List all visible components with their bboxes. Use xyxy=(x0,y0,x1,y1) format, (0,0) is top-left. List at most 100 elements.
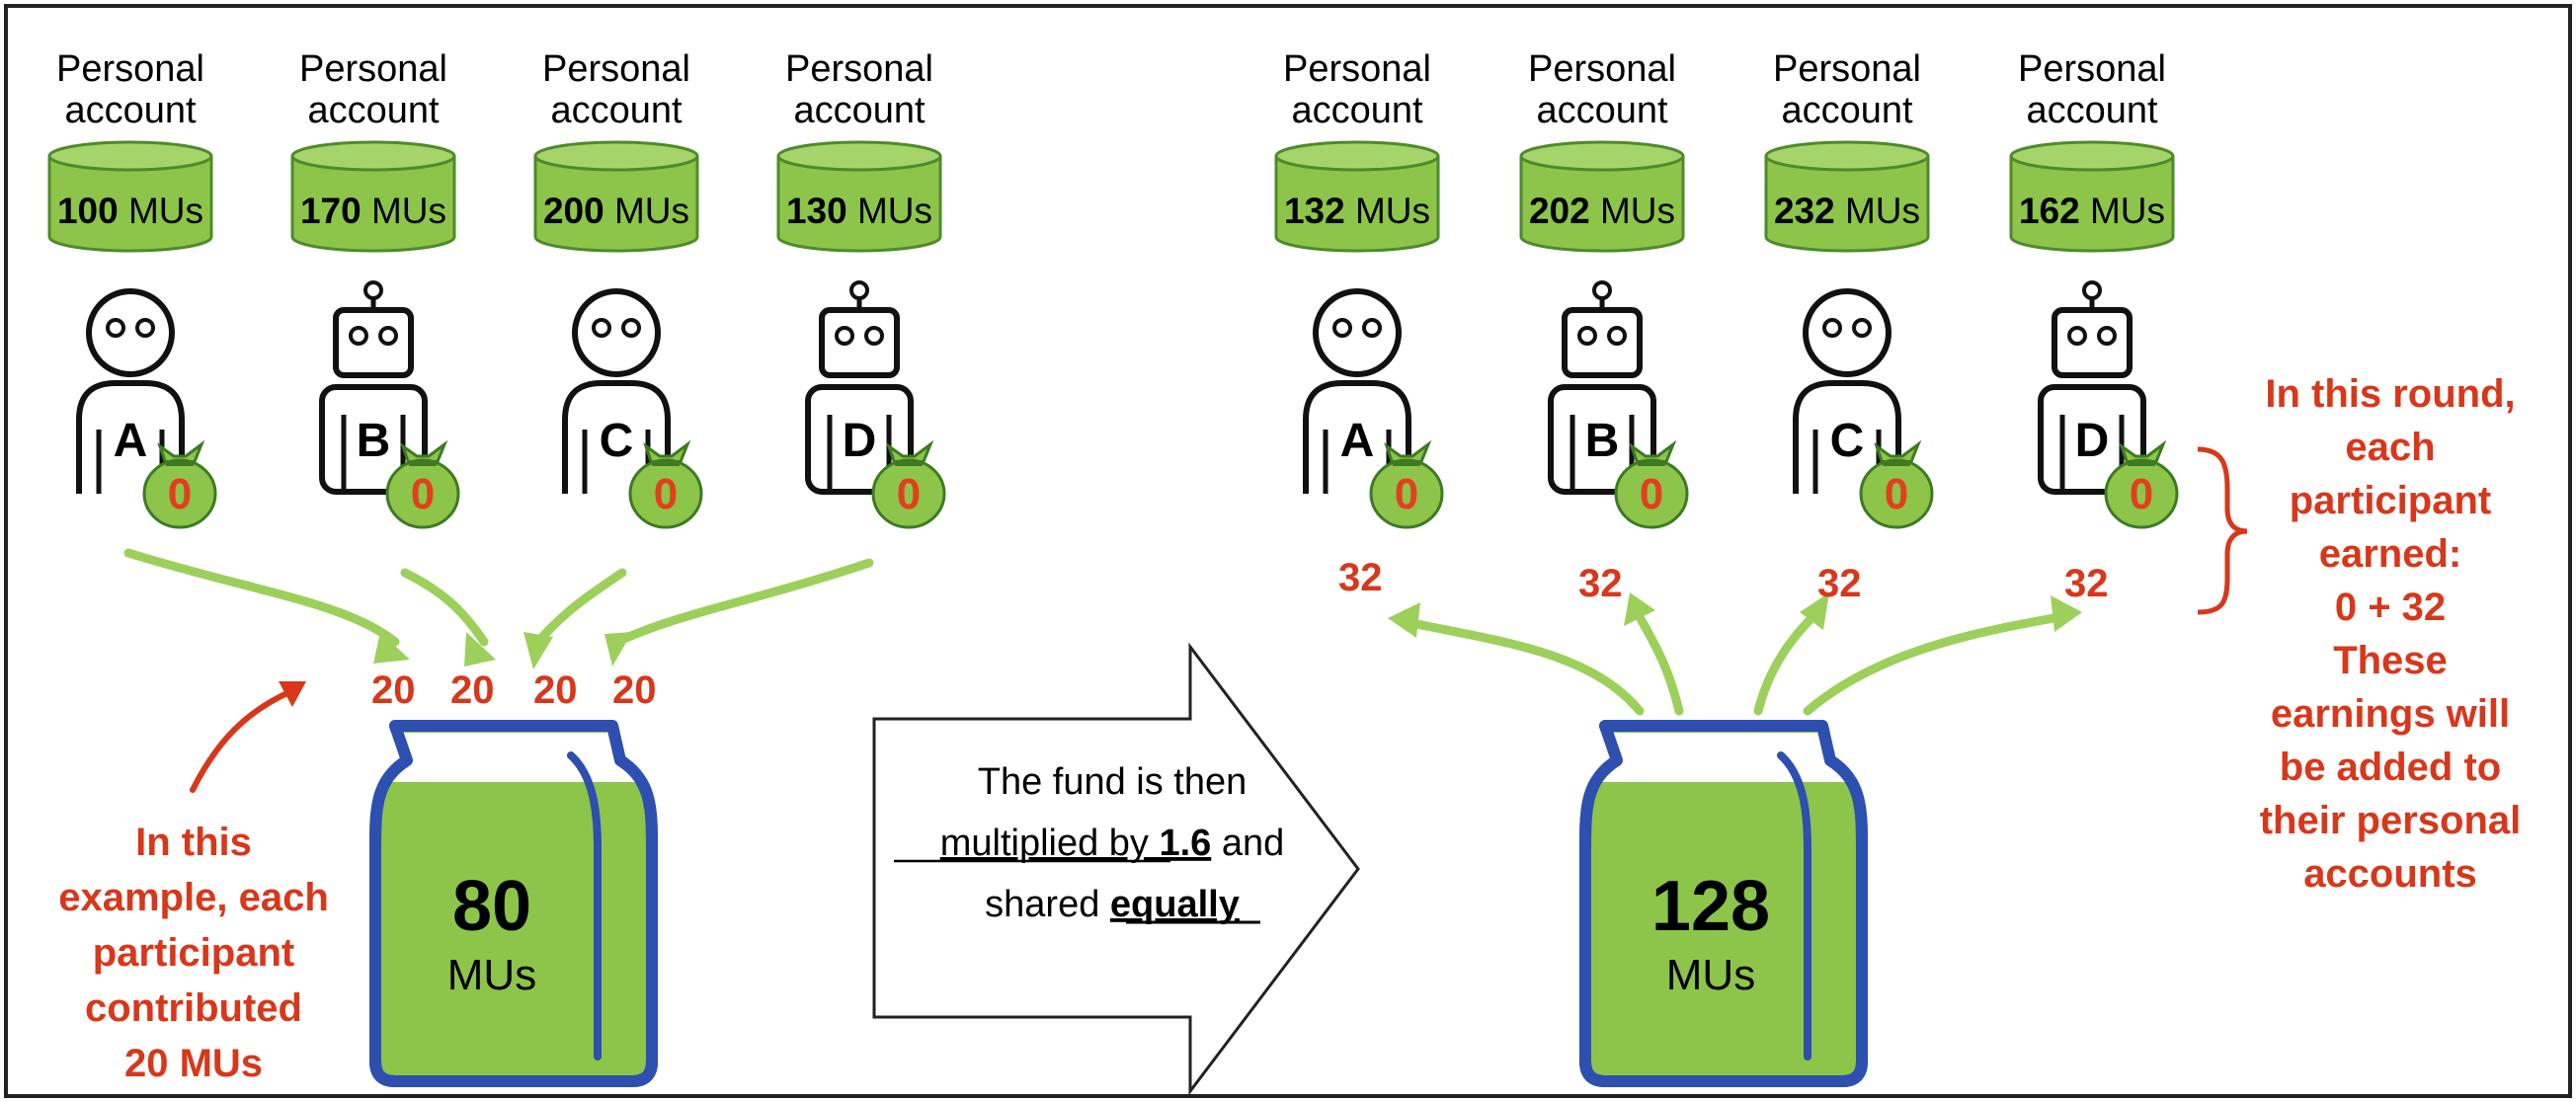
eye xyxy=(1607,326,1627,346)
eye xyxy=(592,318,611,338)
balance-amount: 232 xyxy=(1774,191,1835,231)
contribution-value-d: 20 xyxy=(612,669,657,712)
earnings-note-line: 0 + 32 xyxy=(2335,586,2446,629)
earnings-note-line: earnings will xyxy=(2271,692,2510,736)
contribution-note-line: 20 MUs xyxy=(124,1042,263,1085)
money-bag-icon: 0 xyxy=(1859,439,1934,529)
human-icon xyxy=(1793,288,1901,494)
contribution-arrowheads xyxy=(373,632,632,669)
contribution-value-b: 20 xyxy=(450,669,495,712)
balance-unit: MUs xyxy=(371,191,446,231)
balance-unit: MUs xyxy=(2090,191,2165,231)
account-title: account xyxy=(1781,90,1913,131)
balance-space xyxy=(119,191,128,231)
account-balance: 132 MUs xyxy=(1284,191,1430,231)
account-balance: 232 MUs xyxy=(1774,191,1920,231)
account-title: account xyxy=(2026,90,2158,131)
balance-space xyxy=(1345,191,1355,231)
bag-value: 0 xyxy=(897,470,921,518)
contribution-arrow-d xyxy=(612,558,874,647)
account-title: Personal xyxy=(1283,48,1431,90)
bag-value: 0 xyxy=(1885,470,1908,518)
balance-unit: MUs xyxy=(614,191,689,231)
account-balance: 170 MUs xyxy=(300,191,446,231)
money-bag-icon: 0 xyxy=(1369,439,1444,529)
balance-amount: 130 xyxy=(786,191,847,231)
multiply-text-rest: and xyxy=(1211,823,1284,864)
balance-amount: 162 xyxy=(2019,191,2080,231)
eye xyxy=(2097,326,2117,346)
account-title: account xyxy=(793,90,926,131)
account-title: Personal xyxy=(56,48,204,90)
contribution-arrow-b xyxy=(400,568,489,647)
agent-label: C xyxy=(600,415,634,467)
contribution-arrow-c xyxy=(533,568,627,647)
distribution-arrowheads xyxy=(1388,592,2082,638)
multiply-text-line2: multiplied by 1.6 and xyxy=(940,823,1285,864)
earnings-note-line: In this round, xyxy=(2265,372,2515,416)
earnings-note: In this round, each participant earned: … xyxy=(2260,372,2522,896)
distribution-arrow-d xyxy=(1803,612,2064,716)
robot-icon xyxy=(319,280,428,495)
fund-amount-after: 128 xyxy=(1651,867,1770,946)
antenna xyxy=(849,280,869,300)
earning-value-c: 32 xyxy=(1817,562,1862,605)
money-bag-icon: 0 xyxy=(871,439,946,529)
account-title: account xyxy=(1291,90,1423,131)
eye xyxy=(621,318,641,338)
bag-value: 0 xyxy=(654,470,678,518)
contribution-value-c: 20 xyxy=(533,669,578,712)
balance-space xyxy=(2080,191,2090,231)
robot-body xyxy=(1548,384,1656,495)
eye xyxy=(135,318,155,338)
bag-value: 0 xyxy=(1395,470,1418,518)
account-cylinder: 202 MUs xyxy=(1519,140,1685,253)
agent-label: A xyxy=(1340,415,1375,467)
multiply-factor: 1.6 xyxy=(1159,823,1211,864)
contribution-value-a: 20 xyxy=(371,669,416,712)
money-bag-icon: 0 xyxy=(628,439,703,529)
contribution-arrow-a xyxy=(123,548,400,647)
human-icon xyxy=(562,288,671,494)
money-bag-icon: 0 xyxy=(2104,439,2179,529)
balance-space xyxy=(604,191,614,231)
balance-amount: 132 xyxy=(1284,191,1345,231)
distribution-arrow-b xyxy=(1635,612,1684,716)
contribution-note-line: example, each xyxy=(58,876,329,919)
earnings-note-line: each xyxy=(2345,426,2435,469)
antenna xyxy=(1592,280,1612,300)
account-cylinder: 170 MUs xyxy=(290,140,456,253)
earnings-note-line: their personal xyxy=(2260,799,2522,842)
earnings-brace xyxy=(2197,446,2248,615)
earnings-note-line: These xyxy=(2333,639,2448,682)
account-title: Personal xyxy=(299,48,447,90)
eye xyxy=(1577,326,1597,346)
account-balance: 200 MUs xyxy=(543,191,689,231)
multiply-text-line3: shared equally xyxy=(985,884,1240,925)
eye xyxy=(864,326,884,346)
balance-unit: MUs xyxy=(1845,191,1920,231)
balance-space xyxy=(1590,191,1600,231)
eye xyxy=(1332,318,1352,338)
balance-space xyxy=(362,191,371,231)
balance-amount: 200 xyxy=(543,191,604,231)
earnings-note-line: participant xyxy=(2290,479,2491,522)
account-cylinder: 162 MUs xyxy=(2009,140,2175,253)
human-body xyxy=(562,380,671,494)
balance-unit: MUs xyxy=(128,191,203,231)
note-arrow xyxy=(190,688,294,793)
balance-space xyxy=(847,191,857,231)
robot-icon xyxy=(1548,280,1656,495)
eye xyxy=(1362,318,1382,338)
eye xyxy=(378,326,398,346)
multiply-text-line1: The fund is then xyxy=(978,761,1248,803)
account-balance: 202 MUs xyxy=(1529,191,1675,231)
account-title: account xyxy=(64,90,197,131)
balance-unit: MUs xyxy=(1355,191,1430,231)
